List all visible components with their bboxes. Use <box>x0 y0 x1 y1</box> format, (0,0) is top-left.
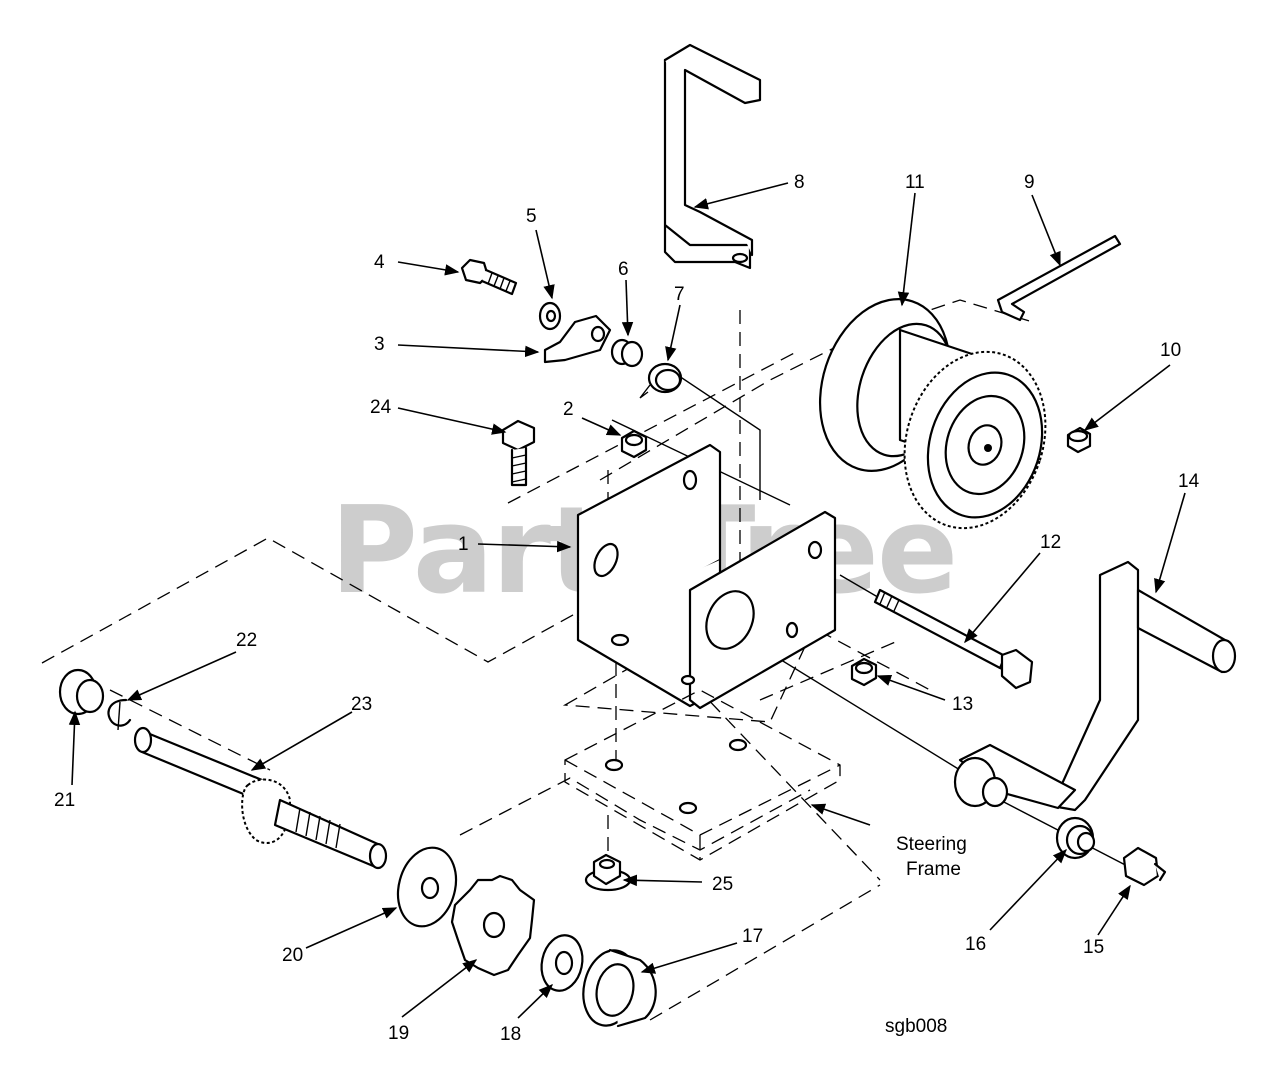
part-13-nut <box>850 657 878 687</box>
callout-1: 1 <box>458 534 469 555</box>
part-25-flange-nut <box>584 853 632 892</box>
callout-13: 13 <box>952 694 973 715</box>
callout-22: 22 <box>236 630 257 651</box>
part-2-nut <box>620 429 648 459</box>
part-23-pinion-shaft <box>133 726 388 870</box>
steering-frame-label-line2: Frame <box>906 859 961 880</box>
part-10-nut <box>1066 426 1092 454</box>
part-4-bolt <box>460 258 518 296</box>
callout-15: 15 <box>1083 937 1104 958</box>
part-6-bushing <box>610 338 644 368</box>
steering-frame-outline <box>564 689 841 861</box>
part-12-bolt <box>873 588 1034 690</box>
part-14-crank-handle <box>953 560 1237 812</box>
callout-23: 23 <box>351 694 372 715</box>
part-24-bolt <box>501 419 536 487</box>
callout-12: 12 <box>1040 532 1061 553</box>
callout-19: 19 <box>388 1023 409 1044</box>
callout-16: 16 <box>965 934 986 955</box>
callout-17: 17 <box>742 926 763 947</box>
part-22-retaining-ring <box>107 698 132 731</box>
callout-9: 9 <box>1024 172 1035 193</box>
callout-numbers: 1 2 3 4 5 6 7 8 9 10 11 12 13 14 15 16 1… <box>54 172 1200 1045</box>
part-9-pin-rod <box>996 234 1122 322</box>
callout-leaders <box>68 182 1186 1019</box>
callout-18: 18 <box>500 1024 521 1045</box>
part-1-main-bracket <box>576 443 837 710</box>
part-11-gear-drum <box>818 298 1047 530</box>
callout-21: 21 <box>54 790 75 811</box>
callout-10: 10 <box>1160 340 1181 361</box>
part-21-bushing <box>58 668 105 716</box>
callout-8: 8 <box>794 172 805 193</box>
part-8-bracket <box>663 43 762 270</box>
callout-4: 4 <box>374 252 385 273</box>
callout-14: 14 <box>1178 471 1200 492</box>
part-17-bearing <box>582 948 657 1028</box>
callout-24: 24 <box>370 397 392 418</box>
callout-7: 7 <box>674 284 685 305</box>
callout-2: 2 <box>563 399 574 420</box>
callout-3: 3 <box>374 334 385 355</box>
callout-5: 5 <box>526 206 537 227</box>
callout-25: 25 <box>712 874 733 895</box>
part-19-sprocket <box>450 874 536 977</box>
part-3-lever <box>543 314 612 364</box>
callout-6: 6 <box>618 259 629 280</box>
steering-frame-label-line1: Steering <box>896 834 967 855</box>
part-7-spring <box>639 362 683 399</box>
drawing-id: sgb008 <box>885 1016 947 1037</box>
part-20-washer <box>396 846 458 928</box>
callout-20: 20 <box>282 945 303 966</box>
callout-11: 11 <box>905 172 925 193</box>
part-18-washer <box>540 934 584 992</box>
part-16-spring <box>1055 816 1096 860</box>
part-15-nut <box>1122 846 1167 887</box>
part-5-washer <box>538 301 562 331</box>
